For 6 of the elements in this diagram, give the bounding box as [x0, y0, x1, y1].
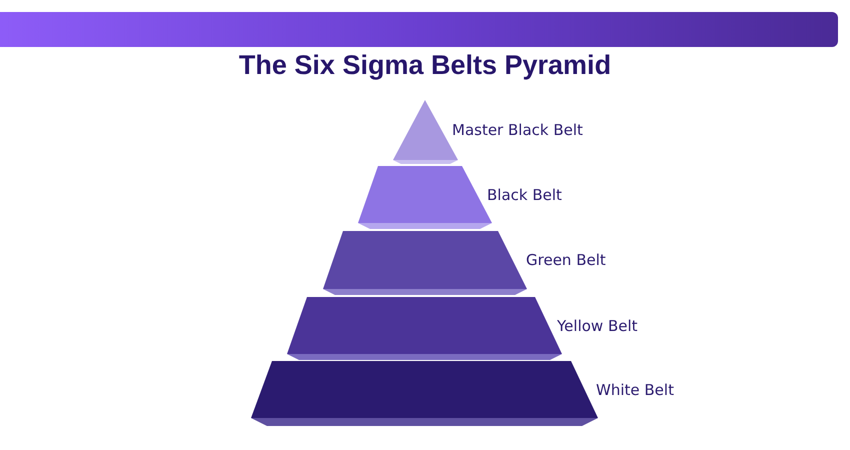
tier-label: Green Belt [526, 251, 606, 269]
title: The Six Sigma Belts Pyramid [238, 50, 612, 81]
tier-label: Master Black Belt [452, 121, 583, 139]
tier-label: White Belt [596, 380, 674, 398]
tier-label: Yellow Belt [557, 316, 638, 334]
tier-label: Black Belt [487, 186, 562, 204]
